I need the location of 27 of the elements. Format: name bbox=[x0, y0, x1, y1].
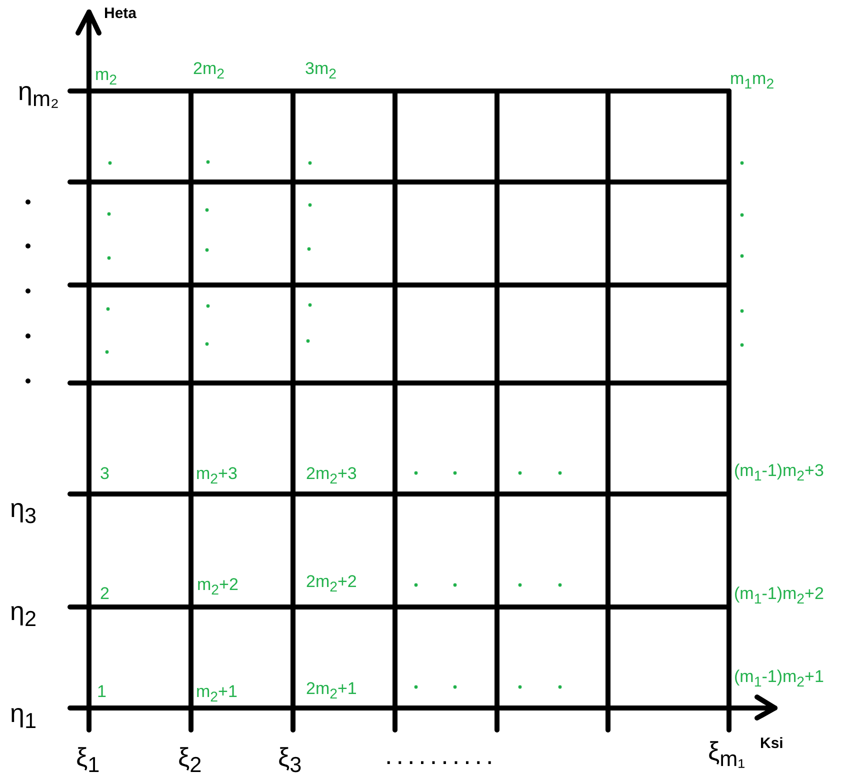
grid-line-label: ξ$_{3}$ bbox=[278, 744, 302, 776]
grid-line-label: η$_{m₂}$ bbox=[18, 78, 59, 110]
node-number: 2m$_{2}$+2 bbox=[306, 573, 357, 595]
node-number: 3m$_{2}$ bbox=[305, 60, 336, 82]
node-number: 2m$_{2}$+1 bbox=[306, 680, 357, 702]
grid-line-label: ξ$_{1}$ bbox=[76, 744, 100, 776]
node-number: 2 bbox=[100, 585, 110, 602]
node-number: (m$_{1}$-1)m$_{2}$+3 bbox=[734, 462, 824, 484]
grid-line-label: ξ$_{2}$ bbox=[178, 744, 202, 776]
node-number: 1 bbox=[97, 683, 106, 700]
node-number: m$_{2}$+3 bbox=[196, 465, 238, 487]
node-number: 2m$_{2}$+3 bbox=[306, 465, 357, 487]
node-number: 2m$_{2}$ bbox=[193, 60, 224, 82]
grid-line-label: ξ$_{m₁}$ bbox=[708, 738, 746, 770]
ellipsis: .......... bbox=[385, 742, 498, 768]
node-number: m$_{2}$ bbox=[95, 66, 118, 88]
node-number: m$_{1}$m$_{2}$ bbox=[730, 70, 774, 92]
node-number: (m$_{1}$-1)m$_{2}$+1 bbox=[734, 668, 824, 690]
grid-line-label: η$_{3}$ bbox=[10, 495, 37, 527]
axis-label: Heta bbox=[104, 6, 137, 21]
grid-line-label: η$_{2}$ bbox=[10, 598, 37, 630]
node-number: m$_{2}$+1 bbox=[196, 683, 238, 705]
node-number: (m$_{1}$-1)m$_{2}$+2 bbox=[734, 585, 824, 607]
node-number: m$_{2}$+2 bbox=[197, 576, 238, 598]
grid-line-label: η$_{1}$ bbox=[10, 700, 37, 732]
axis-label: Ksi bbox=[760, 736, 784, 751]
node-number: 3 bbox=[100, 465, 110, 482]
